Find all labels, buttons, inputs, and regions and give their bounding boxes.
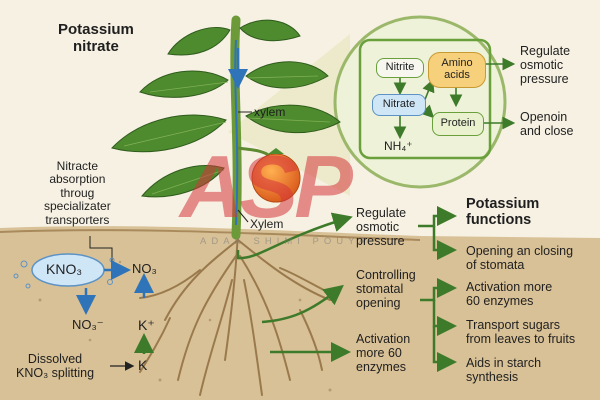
nitrite-box: Nitrite: [376, 58, 424, 78]
ammonium-label: NH₄⁺: [384, 139, 413, 153]
xylem-lower-label: Xylem: [250, 217, 284, 231]
nitrate-box: Nitrate: [372, 94, 426, 116]
watermark-logo: ASP: [180, 137, 353, 236]
cell-frame: [358, 38, 492, 160]
roots: [139, 231, 337, 396]
k-label: K: [138, 357, 148, 373]
no3-label: NO₃: [132, 261, 157, 276]
protein-box: Protein: [432, 112, 484, 136]
k-plus-label: K⁺: [138, 317, 155, 333]
no3-minus-label: NO₃⁻: [72, 317, 104, 332]
watermark-text: ADAK SHIMI POUYA: [200, 236, 371, 247]
xylem-upper-label: xylem: [254, 105, 286, 119]
kno3-label: KNO₃: [46, 261, 83, 277]
leaves: [111, 19, 341, 198]
